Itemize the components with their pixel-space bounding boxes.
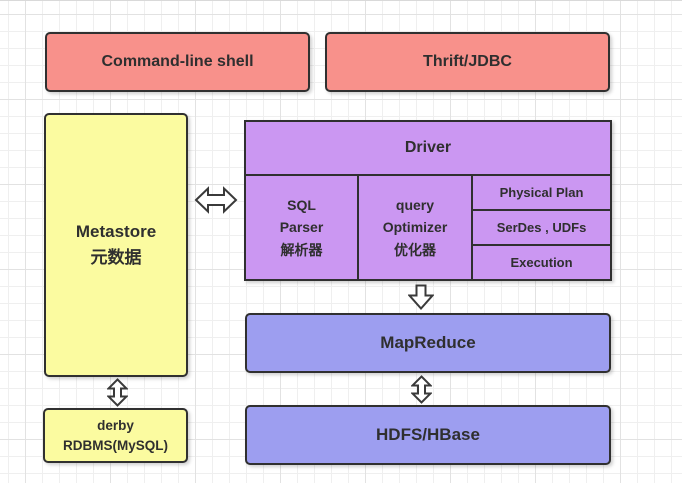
node-physical-plan: Physical Plan	[473, 176, 610, 211]
node-label: MapReduce	[380, 333, 476, 352]
node-label: Physical Plan	[499, 185, 584, 200]
metastore-driver-bidirectional-arrow-icon	[194, 185, 238, 215]
node-label: derby RDBMS(MySQL)	[63, 417, 168, 453]
node-hdfs-hbase: HDFS/HBase	[245, 405, 611, 465]
node-label: query Optimizer 优化器	[382, 196, 448, 258]
node-metastore: Metastore 元数据	[44, 113, 188, 377]
node-execution: Execution	[473, 246, 610, 279]
node-query-optimizer: query Optimizer 优化器	[359, 176, 473, 279]
node-label: Metastore 元数据	[75, 221, 157, 267]
node-mapreduce: MapReduce	[245, 313, 611, 373]
node-driver-group: Driver SQL Parser 解析器 query Optimizer 优化…	[244, 120, 612, 281]
node-derby-rdbms: derby RDBMS(MySQL)	[43, 408, 188, 463]
node-serdes-udfs: SerDes , UDFs	[473, 211, 610, 246]
node-label: Driver	[404, 139, 452, 156]
mapreduce-hdfs-bidirectional-arrow-icon	[411, 375, 432, 404]
driver-right-column: Physical Plan SerDes , UDFs Execution	[473, 176, 610, 279]
node-label: SQL Parser 解析器	[279, 196, 324, 258]
node-thrift-jdbc: Thrift/JDBC	[325, 32, 610, 92]
node-label: Execution	[510, 255, 573, 270]
node-command-line-shell: Command-line shell	[45, 32, 310, 92]
driver-mapreduce-down-arrow-icon	[408, 284, 434, 310]
node-label: HDFS/HBase	[376, 425, 480, 444]
node-label: Command-line shell	[101, 53, 254, 70]
node-driver-header: Driver	[246, 122, 610, 176]
node-sql-parser: SQL Parser 解析器	[246, 176, 359, 279]
driver-subcomponents: SQL Parser 解析器 query Optimizer 优化器 Physi…	[246, 176, 610, 279]
node-label: Thrift/JDBC	[423, 53, 512, 70]
node-label: SerDes , UDFs	[496, 220, 587, 235]
metastore-derby-bidirectional-arrow-icon	[107, 378, 128, 407]
